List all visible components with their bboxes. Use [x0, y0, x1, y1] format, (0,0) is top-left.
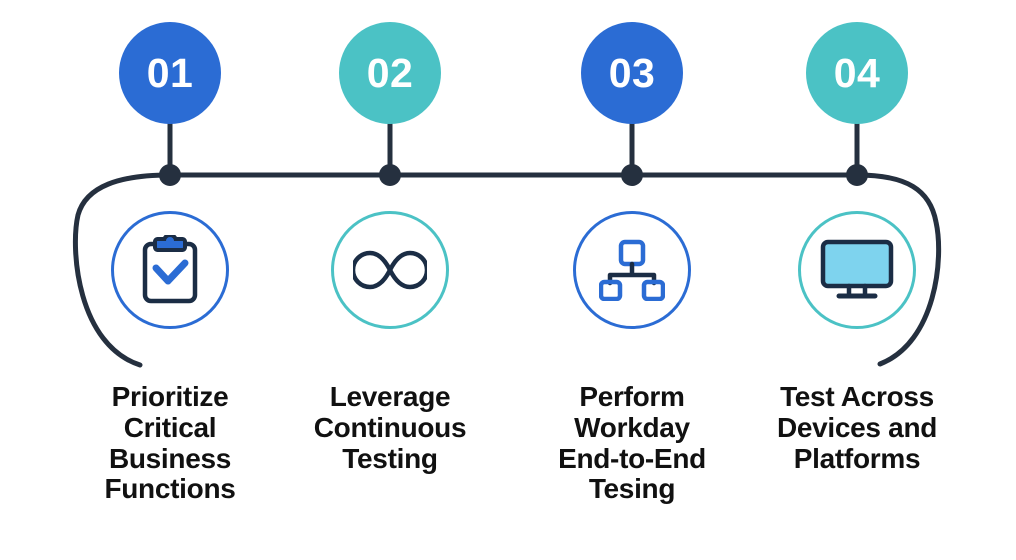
caption-line: Devices and	[776, 411, 938, 443]
caption-line: Test Across	[780, 381, 934, 412]
caption-line: Leverage	[329, 381, 451, 412]
timeline-node-dot-4	[846, 164, 868, 186]
step-icon-ring-2[interactable]	[331, 211, 449, 329]
step-caption-4: Test Across Devices and Platforms	[747, 381, 967, 474]
step-icon-ring-3[interactable]	[573, 211, 691, 329]
timeline-node-dot-3	[621, 164, 643, 186]
caption-line: Critical	[123, 411, 217, 443]
caption-line: Platforms	[793, 442, 921, 474]
step-number-label-3: 03	[608, 49, 656, 96]
step-icon-ring-4[interactable]	[798, 211, 916, 329]
step-number-label-4: 04	[833, 49, 881, 96]
caption-line: Workday	[574, 411, 690, 443]
timeline-node-dot-1	[159, 164, 181, 186]
caption-line: Functions	[104, 473, 236, 505]
step-number-bubble-1[interactable]: 01	[119, 22, 221, 124]
step-number-bubble-3[interactable]: 03	[581, 22, 683, 124]
step-number-label-2: 02	[366, 49, 414, 96]
caption-line: Business	[108, 442, 232, 474]
caption-line: Perform	[579, 381, 685, 412]
caption-line: Prioritize	[111, 381, 229, 412]
infinity-icon	[353, 250, 427, 290]
step-caption-3: Perform Workday End-to-End Tesing	[522, 381, 742, 505]
caption-line: Continuous	[313, 411, 467, 443]
step-caption-2: Leverage Continuous Testing	[280, 381, 500, 474]
caption-line: Testing	[342, 442, 438, 474]
step-number-bubble-4[interactable]: 04	[806, 22, 908, 124]
caption-line: End-to-End	[558, 442, 706, 474]
step-caption-1: Prioritize Critical Business Functions	[60, 381, 280, 505]
caption-line: Tesing	[588, 473, 676, 505]
step-number-label-1: 01	[146, 49, 194, 96]
timeline-node-dot-2	[379, 164, 401, 186]
clipboard-check-icon	[142, 235, 198, 304]
desktop-monitor-icon	[820, 239, 894, 299]
hierarchy-sitemap-icon	[599, 239, 665, 301]
step-icon-ring-1[interactable]	[111, 211, 229, 329]
step-number-bubble-2[interactable]: 02	[339, 22, 441, 124]
